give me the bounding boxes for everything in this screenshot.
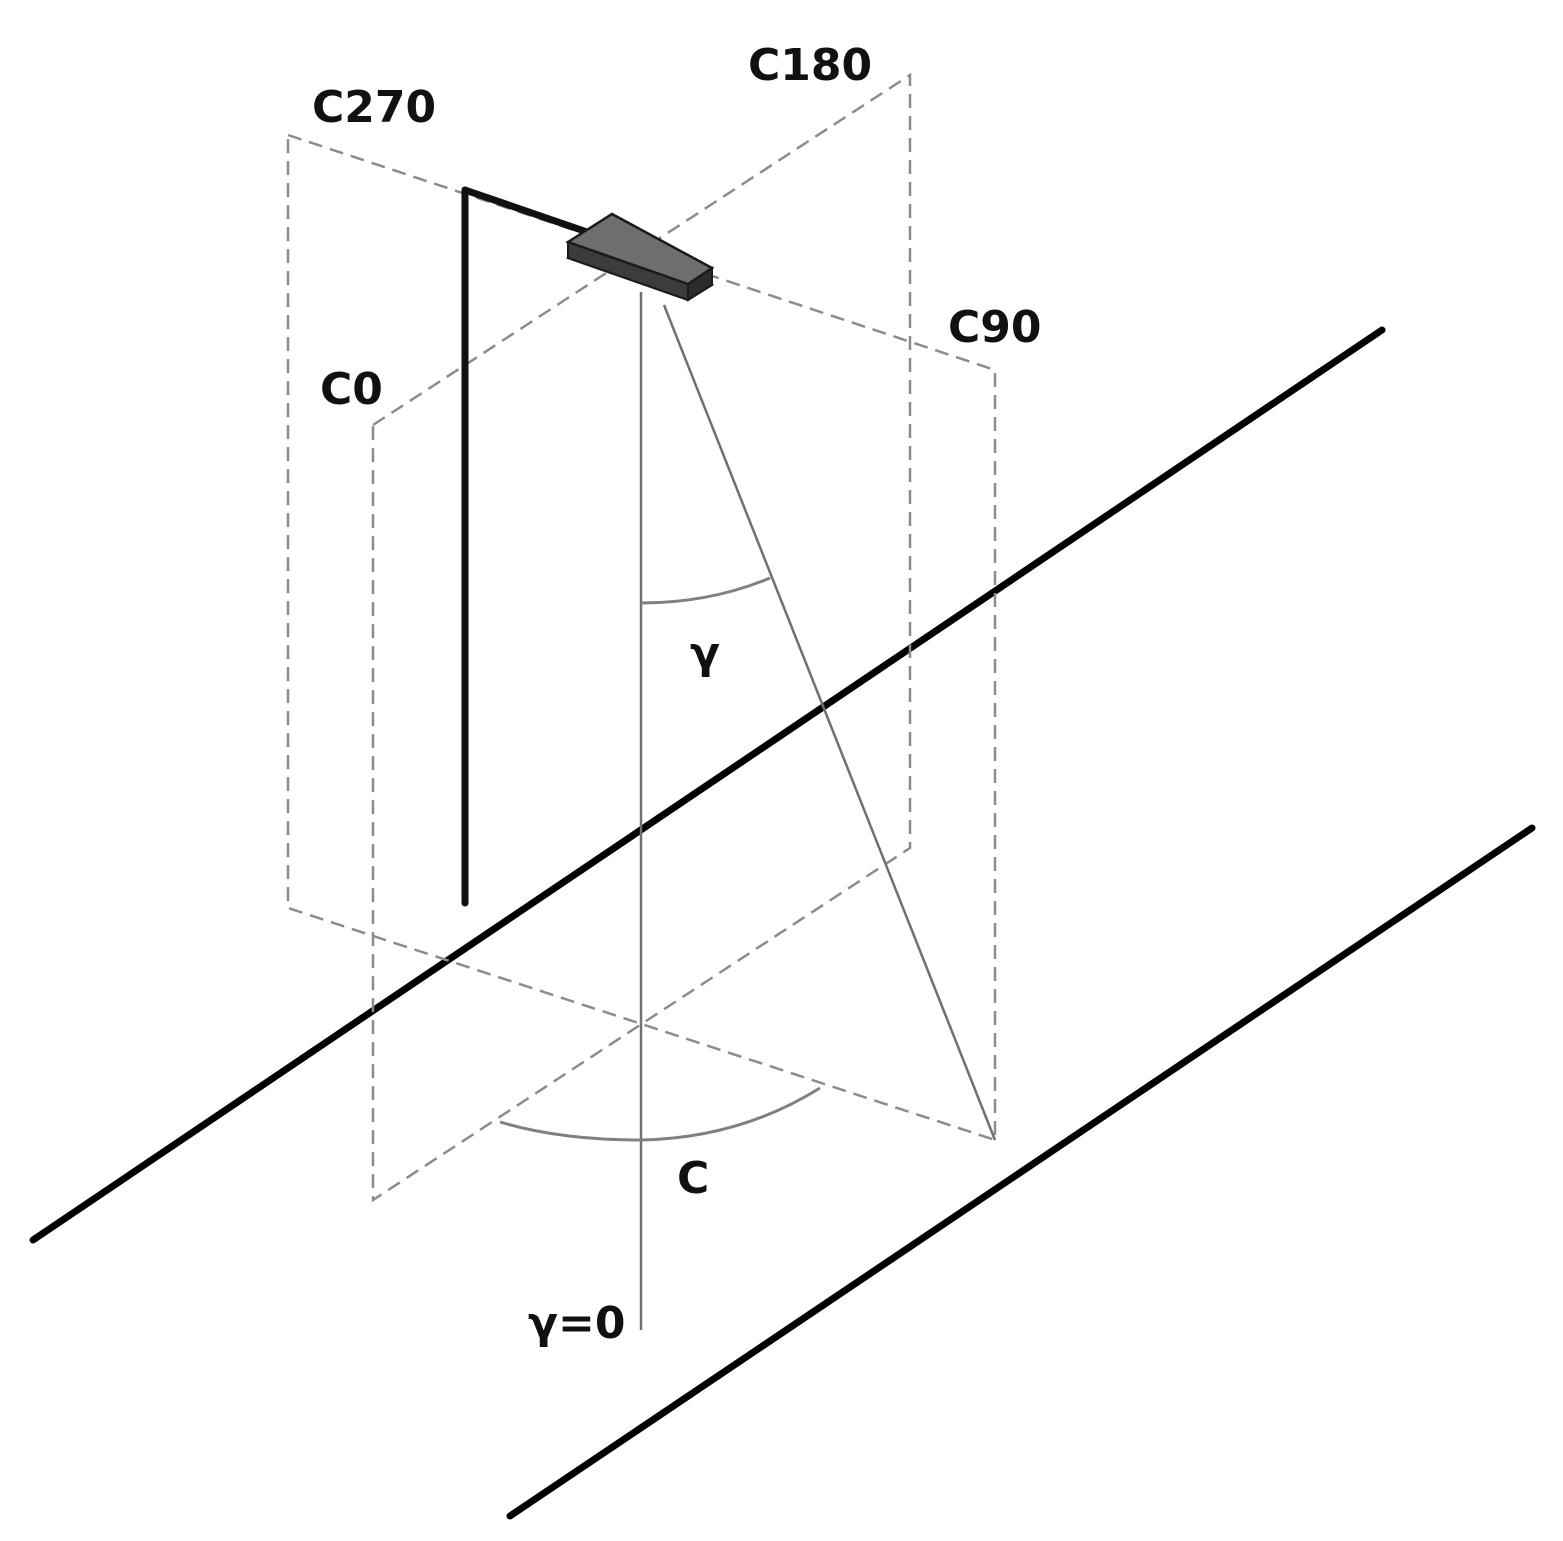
label-c90: C90	[948, 302, 1042, 353]
label-gamma-zero: γ=0	[528, 1298, 625, 1349]
plane-c270-c90	[286, 133, 997, 1142]
c-angle-arc	[499, 1086, 821, 1142]
plane-c0-c180	[371, 72, 912, 1203]
label-c270: C270	[312, 82, 436, 133]
light-ray	[662, 304, 997, 1141]
gamma-arc	[640, 576, 771, 605]
road-edge-near	[29, 326, 1386, 1244]
pole-arm	[461, 186, 594, 237]
label-c180: C180	[748, 40, 872, 91]
luminaire	[565, 212, 715, 302]
road-edge-far	[506, 824, 1536, 1520]
label-c-angle: C	[677, 1153, 709, 1204]
label-gamma: γ	[690, 628, 720, 679]
luminaire-top-face	[565, 212, 715, 286]
label-c0: C0	[320, 364, 383, 415]
